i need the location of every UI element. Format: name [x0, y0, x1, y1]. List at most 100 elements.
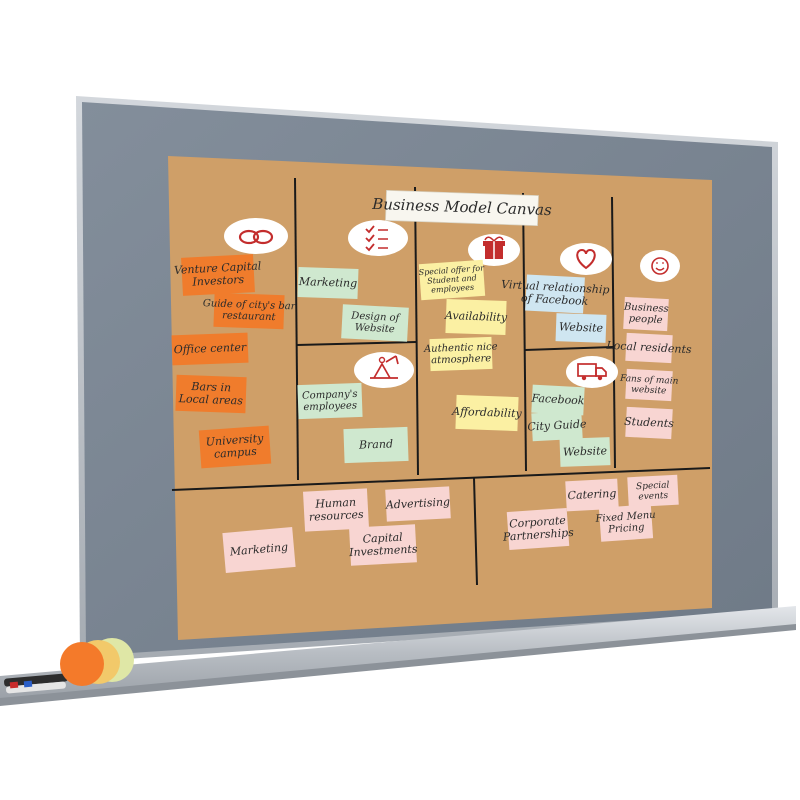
board-tray — [0, 606, 796, 700]
color-discs — [60, 638, 134, 686]
sticky-note-paper — [445, 298, 507, 336]
tray-lip — [0, 624, 796, 706]
sticky-note-paper — [623, 296, 669, 332]
sticky-note-text: events — [638, 491, 669, 503]
note-marketing-kp: Marketing — [297, 266, 359, 300]
sticky-note-paper — [429, 336, 493, 372]
sticky-note-text: campus — [214, 445, 258, 461]
sticky-note-paper — [555, 313, 607, 343]
sticky-note-paper — [506, 507, 570, 551]
sticky-note-text: Bars in — [190, 380, 231, 394]
sticky-note-text: Brand — [358, 437, 393, 451]
sticky-note-text: Investors — [191, 273, 245, 289]
sticky-note-text: Capital — [362, 531, 403, 546]
sticky-note-text: Students — [624, 415, 675, 431]
sticky-note-paper — [181, 254, 255, 296]
sticky-note-text: University — [205, 432, 264, 449]
sticky-note-text: Student and — [427, 273, 477, 285]
sticky-note-text: Website — [559, 320, 604, 335]
sticky-note-paper — [341, 304, 409, 342]
heart-icon — [560, 243, 612, 275]
note-facebook: Facebook — [530, 384, 585, 416]
sticky-note-text: Marketing — [298, 275, 358, 290]
sticky-note-paper — [297, 382, 363, 420]
sticky-note-text: employees — [303, 400, 357, 413]
sticky-note-text: Availability — [444, 309, 508, 324]
tray-markers — [4, 673, 68, 694]
sticky-note-text: Guide of city's bar — [203, 298, 297, 312]
sticky-note-paper — [297, 266, 359, 300]
note-local-residents: Local residents — [605, 332, 692, 364]
note-website-cr: Website — [555, 313, 607, 343]
note-marketing-cost: Marketing — [222, 527, 296, 573]
sticky-note-paper — [213, 292, 285, 330]
sticky-note-paper — [627, 474, 679, 508]
sticky-note-text: restaurant — [222, 310, 277, 323]
sticky-note-paper — [171, 332, 249, 366]
sticky-note-paper — [625, 332, 673, 364]
sticky-note-text: employees — [431, 283, 474, 295]
sticky-note-text: website — [631, 385, 667, 397]
sticky-note-paper — [565, 478, 619, 512]
note-students: Students — [624, 406, 675, 440]
sticky-note-text: Website — [354, 322, 395, 335]
sticky-note-paper — [455, 394, 519, 432]
sticky-note-text: Investments — [348, 543, 418, 560]
chain-link-icon — [224, 218, 288, 254]
sticky-note-text: Local residents — [605, 339, 692, 357]
sticky-note-text: Company's — [302, 389, 358, 402]
smiley-face-icon — [640, 250, 680, 282]
sticky-note-text: Website — [563, 444, 608, 459]
sticky-note-text: atmosphere — [431, 353, 492, 366]
sticky-note-paper — [418, 259, 486, 301]
sticky-note-text: Design of — [350, 310, 402, 324]
sticky-note-text: Business — [623, 302, 669, 315]
note-catering: Catering — [565, 478, 619, 512]
sticky-note-text: Special — [636, 480, 670, 492]
sticky-note-paper — [525, 274, 585, 314]
sticky-note-text: Affordability — [451, 405, 523, 420]
gift-box-icon — [468, 234, 520, 266]
sticky-note-text: Marketing — [228, 540, 288, 558]
sticky-note-paper — [175, 374, 247, 414]
sticky-note-text: Advertising — [385, 495, 451, 511]
sticky-note-paper — [198, 425, 272, 469]
sticky-note-paper — [343, 426, 409, 464]
sticky-note-text: Pricing — [607, 522, 645, 536]
sticky-note-text: Venture Capital — [174, 259, 262, 277]
sticky-note-text: Facebook — [530, 392, 585, 408]
sticky-note-paper — [531, 384, 585, 416]
note-affordability: Affordability — [451, 394, 523, 432]
sticky-note-text: City Guide — [527, 417, 587, 433]
sticky-note-text: Office center — [174, 341, 248, 357]
sticky-note-text: resources — [309, 508, 365, 524]
icon-cards — [224, 218, 680, 388]
note-city-guide: City Guide — [527, 410, 587, 442]
sticky-note-paper — [559, 437, 611, 467]
sticky-note-paper — [385, 486, 451, 522]
sticky-note-text: Local areas — [177, 392, 243, 407]
sticky-note-paper — [625, 406, 673, 440]
sticky-note-text: of Facebook — [521, 292, 589, 309]
sticky-note-paper — [598, 504, 654, 542]
note-website-ch: Website — [559, 437, 611, 467]
note-brand: Brand — [343, 426, 409, 464]
note-office-center: Office center — [171, 332, 249, 366]
